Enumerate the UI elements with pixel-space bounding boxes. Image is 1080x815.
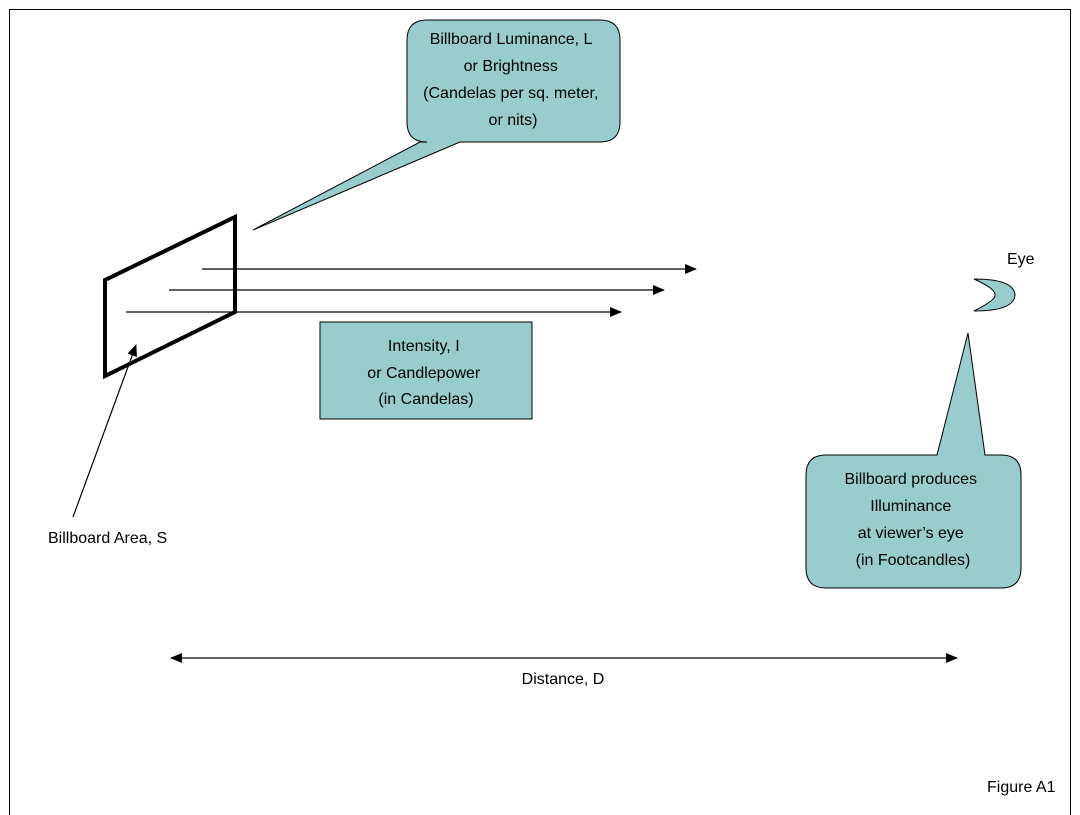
illuminance-line: Illuminance [870, 498, 951, 515]
luminance-line: Billboard Luminance, L [430, 31, 593, 48]
luminance-line: (Candelas per sq. meter, [423, 85, 598, 102]
illuminance-line: (in Footcandles) [856, 552, 971, 569]
illuminance-callout: Billboard produces Illuminance at viewer… [805, 332, 1022, 589]
intensity-box: Intensity, I or Candlepower (in Candelas… [319, 321, 533, 420]
billboard-area-label: Billboard Area, S [48, 530, 167, 547]
illuminance-line: Billboard produces [845, 471, 978, 488]
billboard-area-pointer-arrow [72, 344, 137, 518]
figure-frame [9, 9, 1071, 815]
luminance-callout-shape [252, 19, 621, 231]
intensity-box-text: Intensity, I or Candlepower (in Candelas… [367, 338, 484, 408]
distance-label: Distance, D [522, 671, 605, 688]
intensity-line: (in Candelas) [378, 391, 473, 408]
eye-icon [973, 278, 1016, 312]
intensity-box-rect [319, 321, 533, 420]
figure-label: Figure A1 [987, 779, 1056, 796]
luminance-callout-text: Billboard Luminance, L or Brightness (Ca… [423, 31, 603, 129]
luminance-line: or nits) [489, 112, 538, 129]
luminance-callout: Billboard Luminance, L or Brightness (Ca… [252, 19, 621, 231]
intensity-line: or Candlepower [367, 365, 481, 382]
eye-label: Eye [1007, 251, 1035, 268]
intensity-line: Intensity, I [388, 338, 460, 355]
illuminance-line: at viewer’s eye [858, 525, 964, 542]
illuminance-callout-text: Billboard produces Illuminance at viewer… [845, 471, 982, 569]
illuminance-callout-shape [805, 332, 1022, 589]
billboard-shape [103, 213, 237, 380]
luminance-line: or Brightness [464, 58, 558, 75]
